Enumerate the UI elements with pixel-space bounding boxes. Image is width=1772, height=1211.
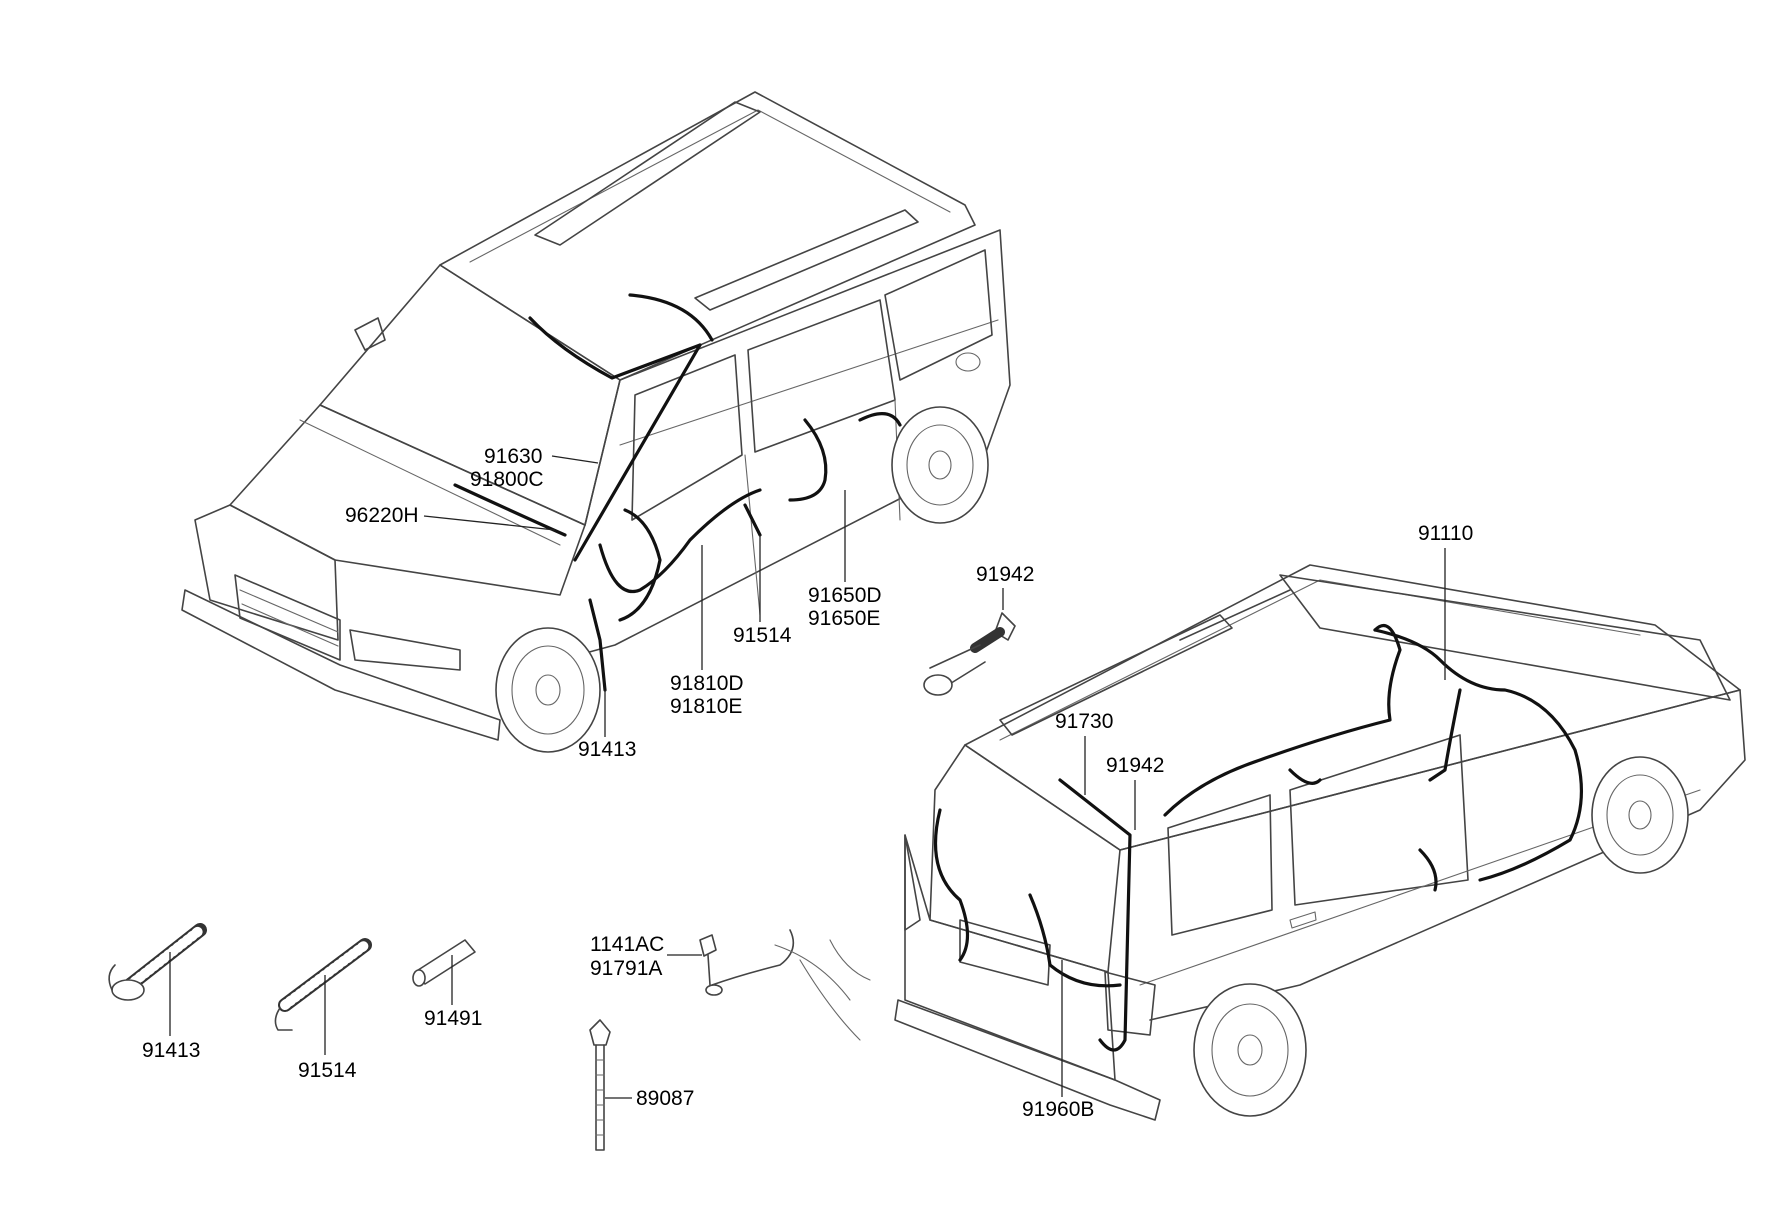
part-label-91110: 91110: [1418, 522, 1473, 545]
rear-van-wiring: [933, 624, 1583, 1052]
rear-van-callouts: 91942 91110 91730 91942 91960B: [976, 522, 1473, 1121]
ground-bolt-icon: [699, 929, 871, 1041]
part-label-1141AC: 1141AC: [590, 933, 664, 956]
part-label-91791A: 91791A: [590, 957, 662, 980]
part-label-91800C: 91800C: [470, 468, 544, 491]
corrugated-boot-91413-icon: [108, 923, 207, 1001]
part-label-89087: 89087: [636, 1087, 694, 1110]
front-van-callouts: 91630 91800C 96220H 91650D 91650E 91514 …: [345, 445, 882, 761]
part-label-91810D: 91810D: [670, 672, 744, 695]
grommet-91942-icon: [923, 612, 1016, 696]
part-label-91730: 91730: [1055, 710, 1113, 733]
front-van-illustration: [181, 91, 1011, 753]
part-label-96220H: 96220H: [345, 504, 419, 527]
rear-van-rear-wheel-icon: [1193, 983, 1307, 1117]
rear-van-illustration: [894, 564, 1746, 1121]
cable-tie-89087-icon: [589, 1019, 611, 1151]
tube-91491-icon: [412, 939, 476, 987]
rear-van-front-wheel-icon: [1591, 756, 1689, 874]
part-label-91514-top: 91514: [733, 624, 792, 647]
rear-wheel-icon: [891, 406, 989, 524]
part-label-91960B: 91960B: [1022, 1098, 1094, 1121]
part-label-91810E: 91810E: [670, 695, 742, 718]
part-label-91514-bottom: 91514: [298, 1059, 357, 1082]
part-label-91413-bottom: 91413: [142, 1039, 200, 1062]
part-label-91942-mid: 91942: [1106, 754, 1164, 777]
part-label-91942-top: 91942: [976, 563, 1034, 586]
corrugated-boot-91514-icon: [274, 938, 372, 1031]
part-label-91650E: 91650E: [808, 607, 880, 630]
part-label-91413-top: 91413: [578, 738, 636, 761]
part-label-91491: 91491: [424, 1007, 482, 1030]
part-label-91650D: 91650D: [808, 584, 882, 607]
front-wheel-icon: [495, 627, 601, 753]
front-van-wiring: [453, 293, 902, 692]
part-label-91630: 91630: [484, 445, 542, 468]
